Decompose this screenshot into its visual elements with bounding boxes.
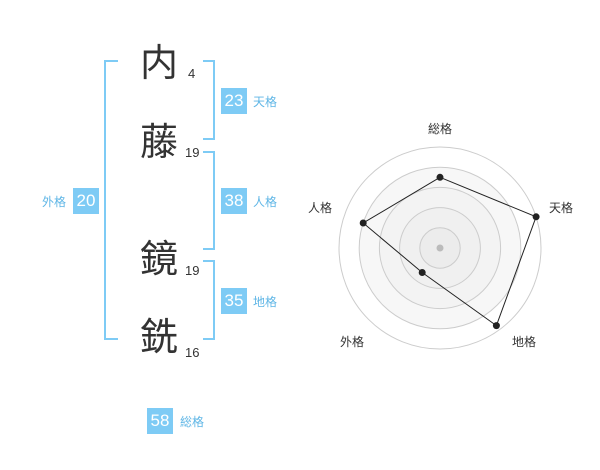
chikaku-value-badge: 35 — [221, 288, 247, 314]
stroke-count-4: 16 — [185, 345, 200, 360]
soukaku-value-badge: 58 — [147, 408, 173, 434]
radar-point-2 — [532, 213, 540, 221]
radar-polygon — [362, 176, 537, 327]
tenkaku-value-badge: 23 — [221, 88, 247, 114]
radar-axis-label-chikaku: 地格 — [512, 335, 537, 349]
radar-center-dot — [436, 244, 444, 252]
radar-point-3 — [492, 322, 500, 330]
stroke-count-1: 4 — [188, 66, 196, 81]
gaikaku-value-badge: 20 — [73, 188, 99, 214]
gaikaku-bracket — [104, 60, 118, 340]
name-char-2: 藤 — [140, 120, 179, 164]
jinkaku-value-badge: 38 — [221, 188, 247, 214]
name-char-3: 鏡 — [140, 237, 179, 281]
radar-points — [359, 173, 540, 330]
radar-axis-label-gaikaku: 外格 — [340, 335, 365, 349]
tenkaku-label: 天格 — [253, 95, 278, 109]
stroke-count-2: 19 — [185, 145, 200, 160]
radar-axis-label-soukaku: 総格 — [428, 122, 453, 136]
radar-axis-label-jinkaku: 人格 — [308, 201, 333, 215]
radar-axis-label-tenkaku: 天格 — [549, 201, 574, 215]
name-char-4: 銑 — [140, 315, 179, 359]
gaikaku-label: 外格 — [42, 195, 67, 209]
jinkaku-label: 人格 — [253, 195, 278, 209]
soukaku-label: 総格 — [180, 415, 205, 429]
chikaku-bracket — [203, 260, 215, 340]
jinkaku-bracket — [203, 151, 215, 250]
radar-point-5 — [359, 219, 367, 227]
chikaku-label: 地格 — [253, 295, 278, 309]
stroke-count-3: 19 — [185, 263, 200, 278]
radar-point-1 — [436, 173, 444, 181]
name-char-1: 内 — [140, 41, 179, 85]
radar-point-4 — [418, 269, 426, 276]
tenkaku-bracket — [203, 60, 215, 140]
